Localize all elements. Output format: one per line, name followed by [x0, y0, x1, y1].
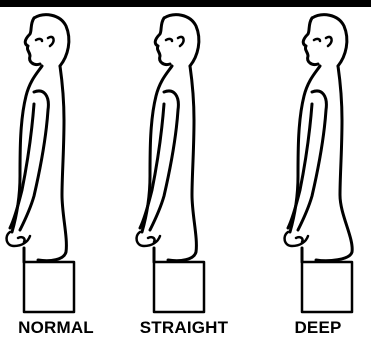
deep-head-outline [303, 15, 347, 66]
label-straight: STRAIGHT [120, 318, 248, 338]
deep-back-outline [316, 66, 352, 261]
straight-hand [137, 232, 160, 246]
straight-eye [166, 39, 172, 41]
deep-arm-outline [288, 91, 326, 230]
deep-box [302, 262, 352, 312]
straight-ear [178, 37, 184, 46]
label-deep: DEEP [268, 318, 368, 338]
normal-arm-outline [10, 91, 48, 230]
normal-eye [36, 39, 42, 41]
normal-box [24, 262, 74, 312]
normal-hand [7, 232, 30, 246]
label-normal: NORMAL [0, 318, 112, 338]
normal-ear [48, 37, 54, 46]
deep-eye [314, 39, 320, 41]
deep-hand [285, 232, 308, 246]
deep-ear [326, 37, 332, 46]
straight-head-outline [155, 15, 199, 66]
straight-box [154, 262, 204, 312]
normal-head-outline [25, 15, 69, 66]
straight-arm-outline [140, 91, 178, 230]
